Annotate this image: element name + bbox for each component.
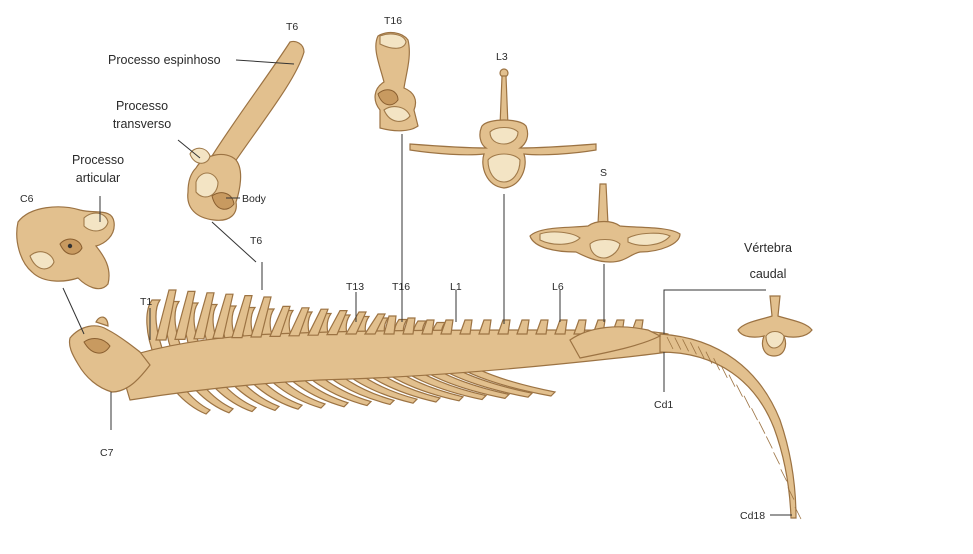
spinous-process	[555, 320, 567, 334]
leader-c6	[63, 288, 84, 334]
label-process-articular-2: articular	[76, 171, 120, 185]
tail-segment-joint	[766, 436, 772, 448]
label-s: S	[600, 167, 607, 179]
label-process-transverse-1: Processo	[116, 99, 168, 113]
caudal-vertebra	[738, 296, 812, 356]
tail-segment-joint	[737, 385, 743, 397]
label-process-spinous: Processo espinhoso	[108, 53, 221, 67]
sacrum-vertebra	[530, 184, 680, 262]
leader-lines	[63, 60, 792, 515]
caudal-vertebrae-tail	[660, 334, 796, 518]
label-t1: T1	[140, 296, 152, 308]
spinous-process	[536, 320, 548, 334]
label-process-articular-1: Processo	[72, 153, 124, 167]
label-c6: C6	[20, 193, 34, 205]
label-body: Body	[242, 193, 267, 205]
label-cd1: Cd1	[654, 399, 673, 411]
tail-segment-joint	[759, 422, 765, 434]
cervical-spine	[96, 317, 108, 326]
l3-vertebra	[410, 69, 596, 188]
label-t13: T13	[346, 281, 364, 293]
label-l3: L3	[496, 51, 508, 63]
tail-segment-joint	[752, 408, 758, 420]
spinous-process	[479, 320, 491, 334]
label-process-transverse-2: transverso	[113, 117, 171, 131]
t16-vertebra	[375, 33, 418, 131]
tail-segment-joint	[729, 375, 735, 387]
tail-segment-joint	[774, 452, 780, 464]
label-vertebra-caudal-1: Vértebra	[744, 241, 792, 255]
label-l6: L6	[552, 281, 564, 293]
label-c7: C7	[100, 447, 114, 459]
label-t6-top: T6	[286, 21, 298, 33]
spinous-process	[517, 320, 529, 334]
spinous-process	[460, 320, 472, 334]
label-cd18: Cd18	[740, 510, 765, 522]
spinous-process	[574, 320, 586, 334]
label-t6-spine: T6	[250, 235, 262, 247]
label-t16-top: T16	[384, 15, 402, 27]
spine-skeleton	[69, 290, 801, 519]
label-t16-spine: T16	[392, 281, 410, 293]
label-l1: L1	[450, 281, 462, 293]
label-vertebra-caudal-2: caudal	[750, 267, 787, 281]
tail-segment-joint	[744, 396, 750, 408]
